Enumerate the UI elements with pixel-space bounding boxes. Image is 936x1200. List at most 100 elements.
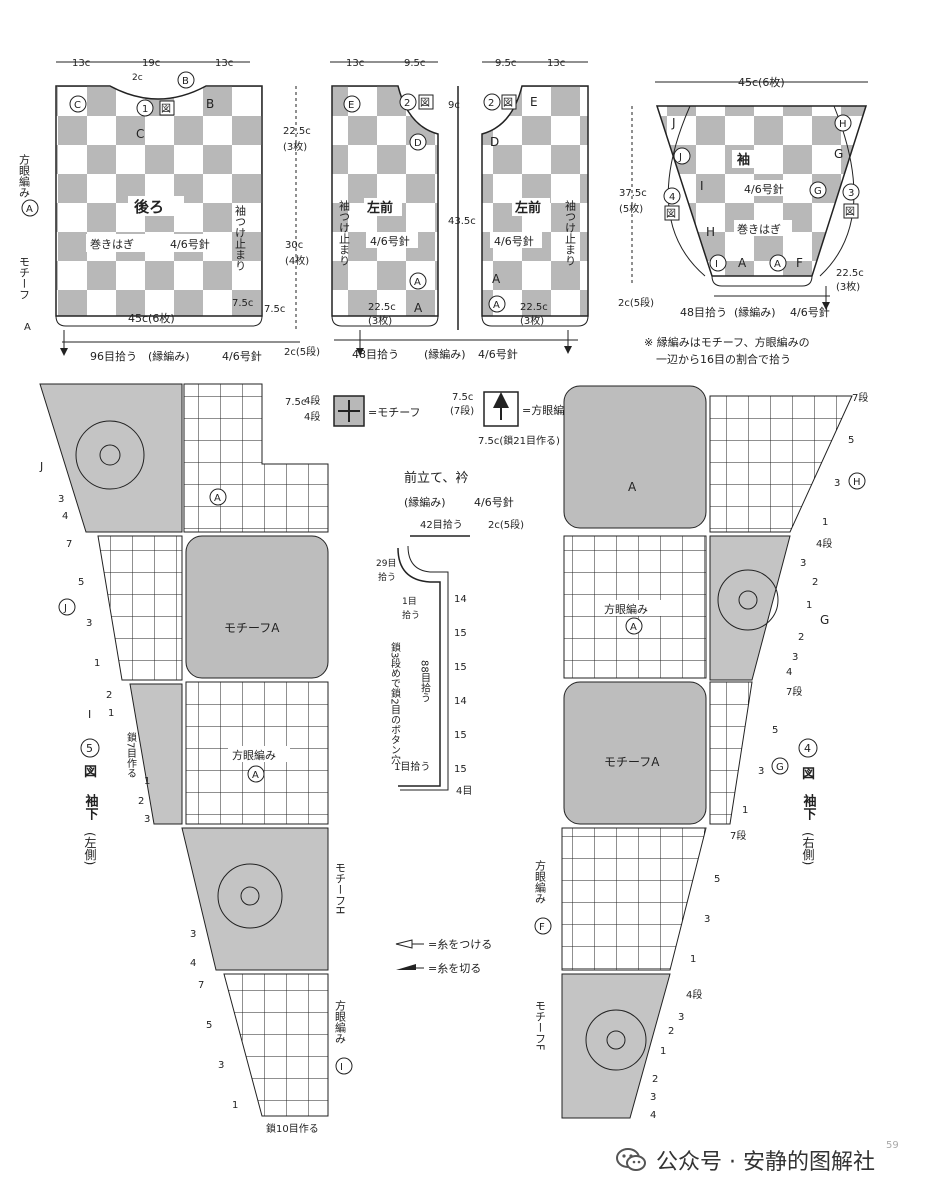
sleeve-label-f: F — [796, 256, 803, 270]
back-side-label-2: モチーフ — [18, 256, 31, 300]
sleeve-circ-i: I — [715, 259, 718, 270]
left-detail-row: 3 — [190, 929, 196, 940]
right-detail-row: 2 — [798, 632, 804, 643]
watermark-text: 公众号 · 安静的图解社 — [656, 1150, 875, 1175]
sleeve-label-h: H — [706, 225, 715, 239]
back-dim-side: 7.5c — [232, 298, 253, 309]
back-needle: 4/6号針 — [170, 237, 210, 251]
left-front-dim-height: 43.5c — [448, 216, 476, 227]
right-detail-fig-no: 4 — [804, 742, 811, 755]
placket-count: 14 — [454, 696, 467, 707]
left-front-needle: 4/6号針 — [370, 234, 410, 248]
left-detail-motif-a: モチーフA — [224, 621, 280, 635]
legend-mesh-dim: 7.5c — [452, 392, 473, 403]
back-side-label-a: A — [26, 204, 33, 215]
sleeve-panel: 45c(6枚) J H J G 袖 I 4/6号針 G 4 図 3 図 H 巻き… — [618, 75, 868, 366]
legend-motif-eq: =モチーフ — [368, 406, 421, 419]
right-front-dim-bottom-count: (3枚) — [520, 314, 544, 327]
right-detail-row: 2 — [668, 1026, 674, 1037]
left-detail-motif-h: モチーフH — [334, 862, 347, 914]
back-circ-c: C — [74, 100, 81, 111]
placket-pick-one-b: 1目拾う — [394, 760, 430, 773]
left-front-label: 左前 — [367, 200, 393, 216]
sleeve-circ-a: A — [774, 259, 781, 270]
page-number: 59 — [886, 1140, 899, 1151]
right-front-circ-a: A — [493, 300, 500, 311]
sleeve-circ-g: G — [814, 186, 822, 197]
right-detail-row: 5 — [848, 435, 854, 446]
right-detail-row: 1 — [742, 805, 748, 816]
left-front-edge-needle: 4/6号針 — [478, 347, 518, 361]
sleeve-needle: 4/6号針 — [744, 182, 784, 196]
left-front-dim-top-left: 13c — [346, 58, 364, 69]
back-edge-needle: 4/6号針 — [222, 349, 262, 363]
sleeve-label-a: A — [738, 256, 747, 270]
right-detail-circ-f: F — [539, 922, 545, 933]
sleeve-dim-cuff-count: (3枚) — [836, 280, 860, 293]
sleeve-note-2: 一辺から16目の割合で拾う — [656, 352, 791, 366]
placket-edge: (縁編み) — [404, 495, 446, 509]
left-front-sleeve-stop: 袖つけ止まり — [338, 199, 351, 266]
sleeve-edge: (縁編み) — [734, 305, 776, 319]
left-detail-row: 1 — [232, 1100, 238, 1111]
left-detail-row: 1 — [108, 708, 114, 719]
back-dim-neck: 2c — [132, 73, 143, 83]
sleeve-circ-4: 4 — [669, 192, 675, 203]
right-front-label-e: E — [530, 95, 538, 109]
sleeve-fig-text-3: 図 — [845, 206, 855, 218]
right-detail-row: 3 — [758, 766, 764, 777]
right-detail-row: 1 — [690, 954, 696, 965]
placket-count: 15 — [454, 764, 467, 775]
left-detail-row: 3 — [144, 814, 150, 825]
left-detail-row: 7 — [66, 539, 72, 550]
right-detail-motif-f: モチーフF — [534, 1000, 547, 1050]
left-detail-fig: 図 — [84, 765, 97, 780]
right-detail-row: 5 — [714, 874, 720, 885]
sleeve-label: 袖 — [737, 152, 750, 168]
back-dim-width: 45c(6枚) — [128, 311, 175, 325]
placket-pick-top: 42目拾う — [420, 518, 463, 531]
sleeve-dim-height-count: (5枚) — [619, 202, 643, 215]
left-detail-row: 2 — [138, 796, 144, 807]
left-detail-mesh: 方眼編み — [232, 748, 276, 762]
placket-count: 15 — [454, 730, 467, 741]
right-front-label-d: D — [490, 135, 499, 149]
left-detail-label-j: J — [39, 460, 43, 473]
left-front-edge: (縁編み) — [424, 347, 466, 361]
right-detail-row: 4 — [786, 667, 792, 678]
right-detail-row: 4 — [650, 1110, 656, 1121]
left-front-label-a: A — [414, 301, 423, 315]
right-front-dim-top-left: 9.5c — [495, 58, 516, 69]
sleeve-dim-top: 45c(6枚) — [738, 75, 785, 89]
right-detail-label-g: G — [820, 613, 829, 627]
placket-pick-corner: 29目 — [376, 558, 396, 569]
left-front-circ-a: A — [414, 277, 421, 288]
left-detail-row: 2 — [106, 690, 112, 701]
back-dim-upper-count: (3枚) — [283, 140, 307, 153]
left-detail-row: 1 — [144, 776, 150, 787]
sleeve-circ-3: 3 — [848, 188, 854, 199]
right-detail-circ-a: A — [630, 622, 637, 633]
sleeve-dim-cuff: 22.5c — [836, 268, 864, 279]
right-detail-row: 4段 — [686, 988, 702, 1001]
left-detail-row: 4 — [190, 958, 196, 969]
left-detail-row: 3 — [86, 618, 92, 629]
right-detail-row: 3 — [800, 558, 806, 569]
sleeve-label-i: I — [700, 179, 704, 193]
left-detail-side: (左側) — [83, 832, 97, 865]
left-front-dim-bottom: 22.5c — [368, 302, 396, 313]
placket-pick-side: 88目拾う — [419, 660, 431, 703]
placket-count: 15 — [454, 628, 467, 639]
left-front-circ-2: 2 — [404, 98, 410, 109]
right-front-dim-top-right: 13c — [547, 58, 565, 69]
left-detail-circ-i: I — [340, 1062, 343, 1073]
right-front-label-a: A — [492, 272, 501, 286]
legend-motif-dim: 7.5c — [285, 397, 306, 408]
left-detail-row: 3 — [58, 494, 64, 505]
right-detail-diagram: A 方眼編み A モチーフA 7段 5 3 1 H 4段 3 2 1 2 3 4… — [534, 385, 868, 1121]
right-front-sleeve-stop: 袖つけ止まり — [564, 199, 577, 266]
back-dim-lower-count: (4枚) — [285, 254, 309, 267]
left-front-panel: 13c 9.5c E 2 図 D 左前 4/6号針 袖つけ止まり A 22.5c… — [330, 58, 578, 361]
right-detail-row: 1 — [822, 517, 828, 528]
back-edge: (縁編み) — [148, 349, 190, 363]
